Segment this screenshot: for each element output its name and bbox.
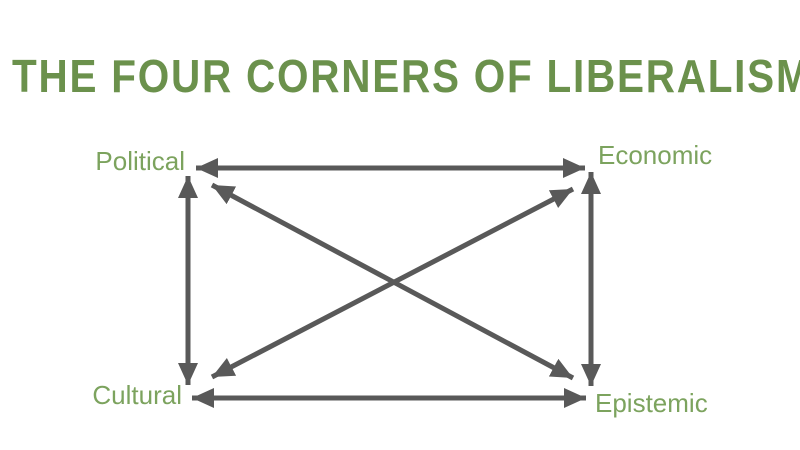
node-label-epistemic: Epistemic: [595, 388, 708, 418]
node-label-economic: Economic: [598, 140, 713, 170]
node-label-political: Political: [95, 146, 185, 176]
node-label-cultural: Cultural: [92, 380, 182, 410]
page-title: THE FOUR CORNERS OF LIBERALISM: [12, 49, 800, 102]
arrow-cultural-economic: [210, 186, 575, 380]
